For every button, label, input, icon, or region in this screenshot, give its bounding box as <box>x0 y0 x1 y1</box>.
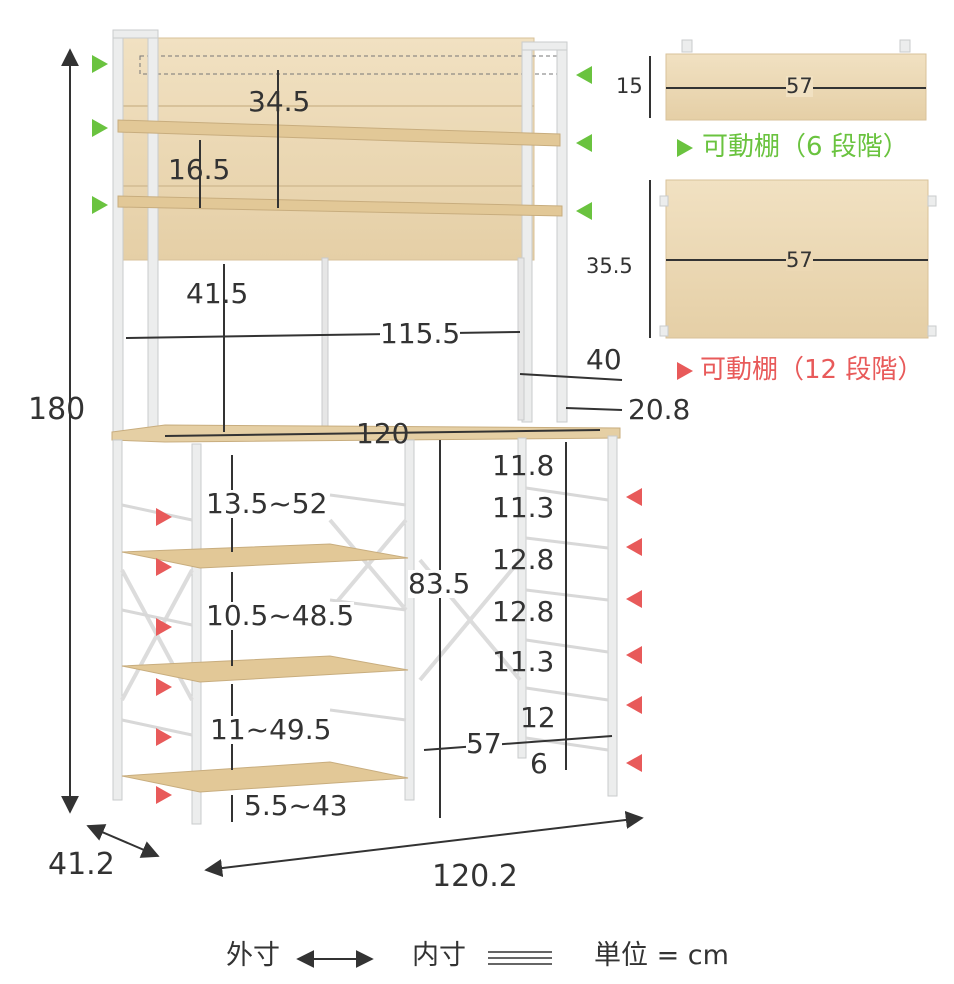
red-marker-icon <box>626 646 642 664</box>
red-marker-icon <box>156 728 172 746</box>
left-front-post <box>112 31 124 435</box>
green-marker-icon <box>576 202 592 220</box>
rack-7-label: 6 <box>530 747 548 780</box>
large-shelf-height-label: 35.5 <box>586 254 633 278</box>
dimension-lines <box>61 48 644 878</box>
depth-dim-line <box>86 824 160 858</box>
legend-outer-label: 外寸 <box>226 940 280 971</box>
green-marker-icon <box>92 55 108 73</box>
small-shelf-caption: 可動棚（6 段階） <box>702 132 909 162</box>
upper-depth-label: 40 <box>586 343 622 376</box>
large-shelf-caption: 可動棚（12 段階） <box>700 355 924 385</box>
inner-width-upper-label: 115.5 <box>380 317 461 350</box>
green-marker-icon <box>677 139 693 157</box>
left-rear-post <box>147 31 159 435</box>
rack-3-label: 12.8 <box>492 543 555 576</box>
red-marker-icon <box>626 696 642 714</box>
height-total-label: 180 <box>28 392 86 427</box>
red-marker-icon <box>156 558 172 576</box>
lower-gap-3-label: 11~49.5 <box>210 713 332 746</box>
green-marker-icon <box>92 119 108 137</box>
red-marker-icon <box>626 754 642 772</box>
rack-1-label: 11.8 <box>492 449 555 482</box>
width-dim-line <box>204 810 644 878</box>
counter-height-label: 83.5 <box>408 567 471 600</box>
red-marker-icon <box>156 786 172 804</box>
red-markers <box>156 488 642 804</box>
green-marker-icon <box>576 66 592 84</box>
small-shelf-width-label: 57 <box>786 74 813 98</box>
lower-shelf-1 <box>121 543 409 569</box>
hutch-shelf-1 <box>117 119 561 147</box>
red-marker-icon <box>677 362 693 380</box>
green-marker-icon <box>92 196 108 214</box>
rack-2-label: 11.3 <box>492 491 555 524</box>
small-shelf-height-label: 15 <box>616 74 643 98</box>
counter-width-label: 120 <box>356 417 410 450</box>
red-marker-icon <box>626 590 642 608</box>
red-marker-icon <box>156 678 172 696</box>
upper-mid-gap-label: 16.5 <box>168 153 231 186</box>
depth-total-label: 41.2 <box>48 847 115 882</box>
hutch-shelf-2 <box>117 195 563 217</box>
upper-hutch <box>112 29 568 437</box>
red-marker-icon <box>156 508 172 526</box>
rack-4-label: 12.8 <box>492 595 555 628</box>
rack-6-label: 12 <box>520 701 556 734</box>
upper-side-depth-label: 20.8 <box>628 393 691 426</box>
lower-gap-2-label: 10.5~48.5 <box>206 599 355 632</box>
red-marker-icon <box>626 488 642 506</box>
legend-unit-label: 単位 = cm <box>594 940 729 971</box>
right-front-post <box>556 43 568 423</box>
upper-top-gap-label: 34.5 <box>248 85 311 118</box>
green-markers <box>92 55 592 220</box>
lower-bottom-label: 5.5~43 <box>244 789 348 822</box>
green-marker-icon <box>576 134 592 152</box>
width-total-label: 120.2 <box>432 859 518 894</box>
legend-inner-label: 内寸 <box>412 940 466 971</box>
red-marker-icon <box>156 618 172 636</box>
large-shelf-width-label: 57 <box>786 248 813 272</box>
rack-5-label: 11.3 <box>492 645 555 678</box>
upper-clear-label: 41.5 <box>186 277 249 310</box>
lower-gap-1-label: 13.5~52 <box>206 487 328 520</box>
inner-dim-symbol <box>488 951 552 965</box>
lower-shelf-2 <box>121 655 409 683</box>
lower-shelf-3 <box>121 761 409 793</box>
hutch-back-panel <box>117 37 535 261</box>
lower-inner-width-label: 57 <box>466 727 502 760</box>
red-marker-icon <box>626 538 642 556</box>
